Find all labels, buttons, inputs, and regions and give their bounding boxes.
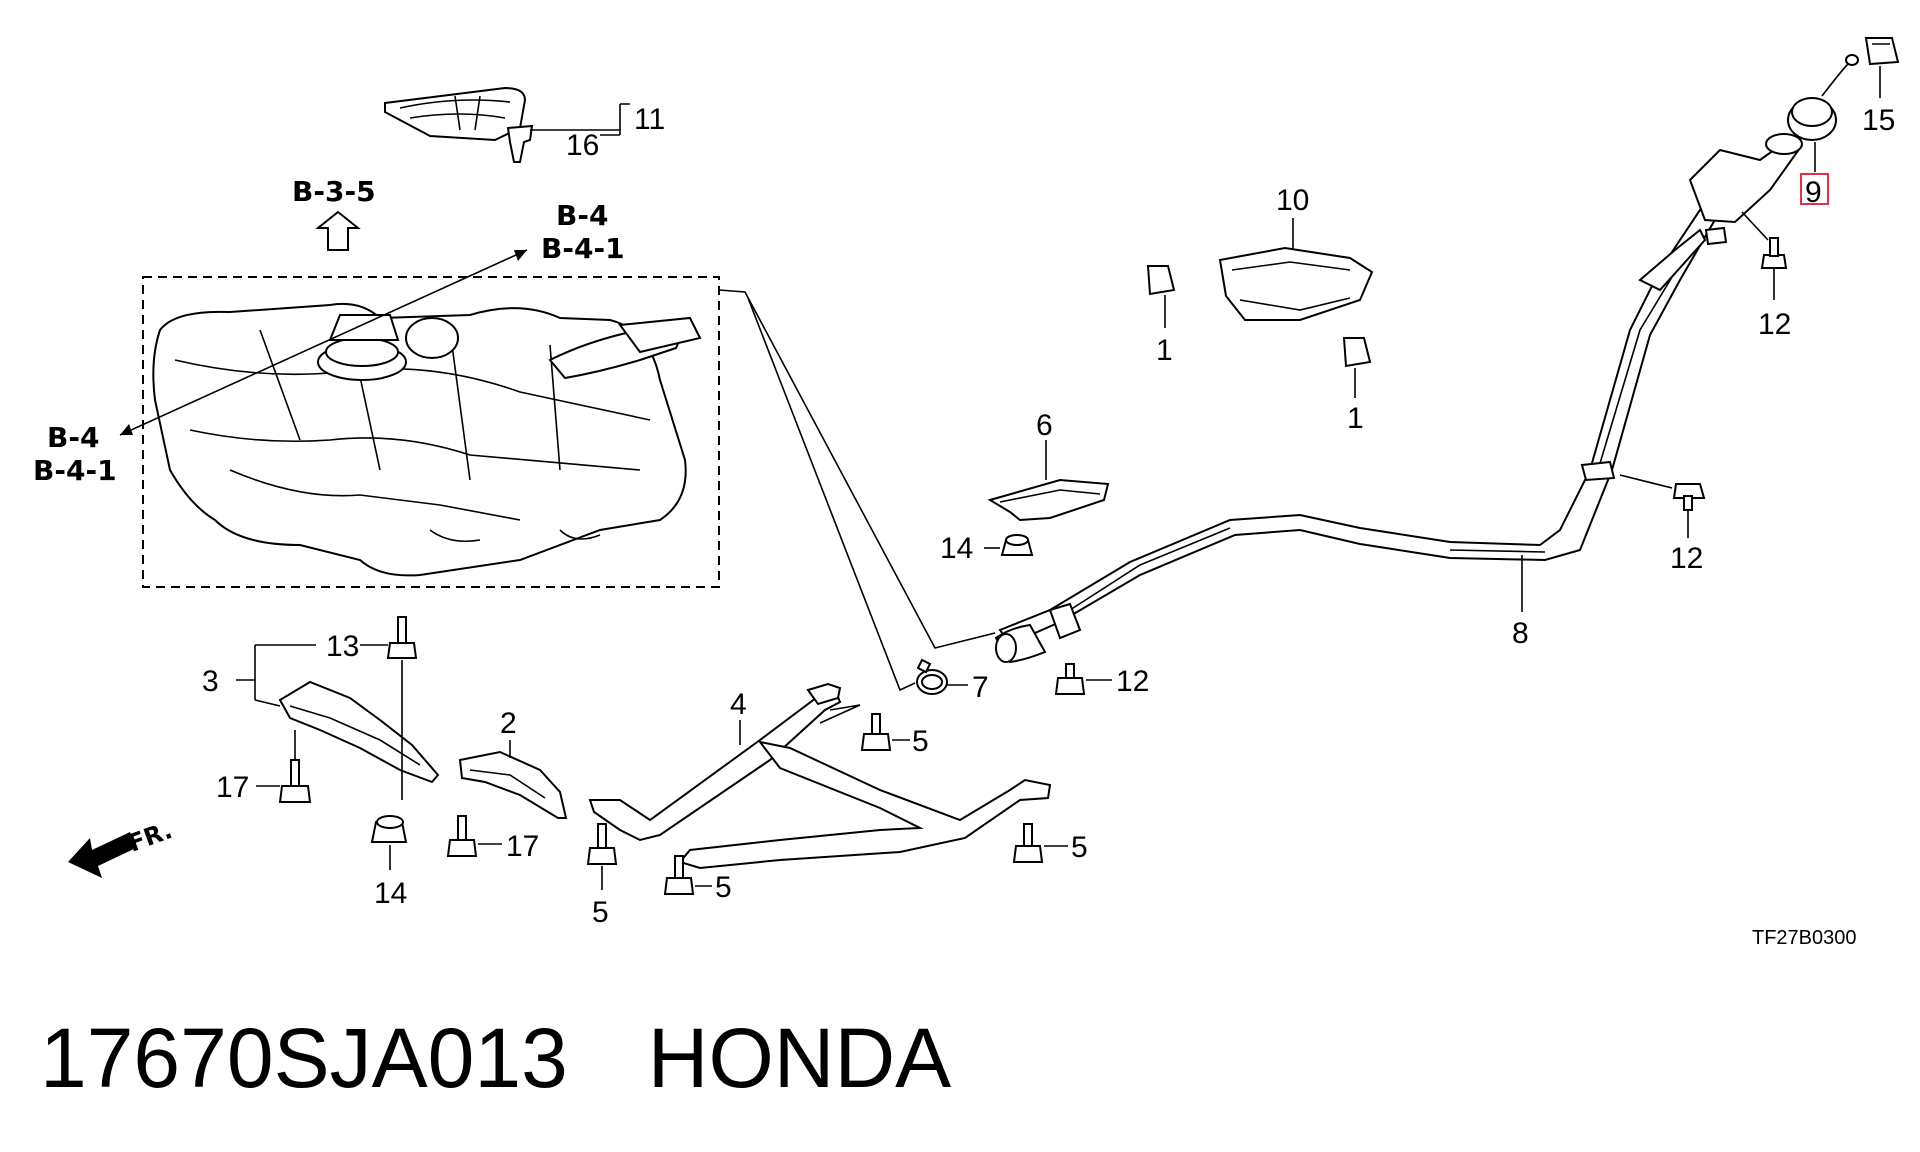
part-1-clip-left <box>1146 265 1176 296</box>
part-11-gasket <box>384 86 527 142</box>
front-direction-label: FR. <box>124 816 175 858</box>
filler-hose-joint <box>994 602 1082 664</box>
front-direction-arrow <box>68 832 136 878</box>
part-12-bolt-top <box>1760 237 1788 269</box>
callout-7: 7 <box>972 671 989 704</box>
tank-dashed-frame <box>142 276 720 588</box>
callout-8: 8 <box>1512 617 1529 650</box>
part-1-clip-right <box>1342 337 1372 368</box>
ref-label-left-2: B-4-1 <box>33 454 117 487</box>
part-3-heat-shield <box>278 680 440 784</box>
callout-14-upper: 14 <box>940 532 973 565</box>
callout-3: 3 <box>202 665 219 698</box>
part-5-bolt-upper <box>860 713 892 751</box>
callout-10: 10 <box>1276 184 1309 217</box>
ref-arrow-up <box>315 210 361 251</box>
part-4-tank-straps <box>588 682 1052 870</box>
part-5-bolt-left <box>586 823 618 865</box>
part-14-nut-upper <box>1000 534 1034 556</box>
callout-5-upper: 5 <box>912 725 929 758</box>
ref-label-upper-right-1: B-4 <box>556 199 608 232</box>
part-2-bracket <box>458 750 568 819</box>
callout-13: 13 <box>326 630 359 663</box>
part-17-bolt-left <box>278 759 312 803</box>
callout-12-right: 12 <box>1670 542 1703 575</box>
brand-name: HONDA <box>647 1011 952 1105</box>
part-17-bolt-right <box>446 815 478 857</box>
ref-label-upper-right-2: B-4-1 <box>541 232 625 265</box>
callout-4: 4 <box>730 688 747 721</box>
callout-12-top: 12 <box>1758 308 1791 341</box>
part-8-filler-pipe <box>998 133 1803 646</box>
callout-17-left: 17 <box>216 771 249 804</box>
callout-5-left: 5 <box>592 896 609 929</box>
callout-1-left: 1 <box>1156 334 1173 367</box>
part-6-bracket <box>987 478 1110 522</box>
callout-16: 16 <box>566 129 599 162</box>
ref-label-up: B-3-5 <box>292 175 376 208</box>
callout-5-right: 5 <box>1071 831 1088 864</box>
part-16-clip <box>506 124 534 163</box>
part-13-bolt <box>386 616 418 659</box>
part-12-bolt-right <box>1672 483 1706 511</box>
callout-14-lower: 14 <box>374 877 407 910</box>
part-9-fuel-cap <box>1787 54 1859 141</box>
callout-6: 6 <box>1036 409 1053 442</box>
callout-5-center: 5 <box>715 871 732 904</box>
callout-17-right: 17 <box>506 830 539 863</box>
ref-pointer-line <box>119 249 528 436</box>
callout-12-middle: 12 <box>1116 665 1149 698</box>
part-caption: 17670SJA013 HONDA <box>40 1010 951 1107</box>
ref-label-left-1: B-4 <box>47 421 99 454</box>
part-15-clip <box>1864 37 1900 66</box>
callout-1-right: 1 <box>1347 402 1364 435</box>
part-10-shroud <box>1218 246 1374 321</box>
callout-15: 15 <box>1862 104 1895 137</box>
callout-11: 11 <box>634 103 665 136</box>
part-12-bolt-middle <box>1054 663 1086 695</box>
callout-2: 2 <box>500 707 517 740</box>
part-7-hose-clamp <box>916 658 948 695</box>
diagram-code: TF27B0300 <box>1752 927 1857 949</box>
fuel-tank-group <box>142 276 720 588</box>
callout-9: 9 <box>1805 176 1822 209</box>
part-14-nut-lower <box>370 815 408 843</box>
part-number: 17670SJA013 <box>40 1011 568 1105</box>
callout-9-highlight <box>1800 173 1829 205</box>
part-5-bolt-right <box>1012 823 1044 863</box>
part-5-bolt-center <box>663 855 695 895</box>
